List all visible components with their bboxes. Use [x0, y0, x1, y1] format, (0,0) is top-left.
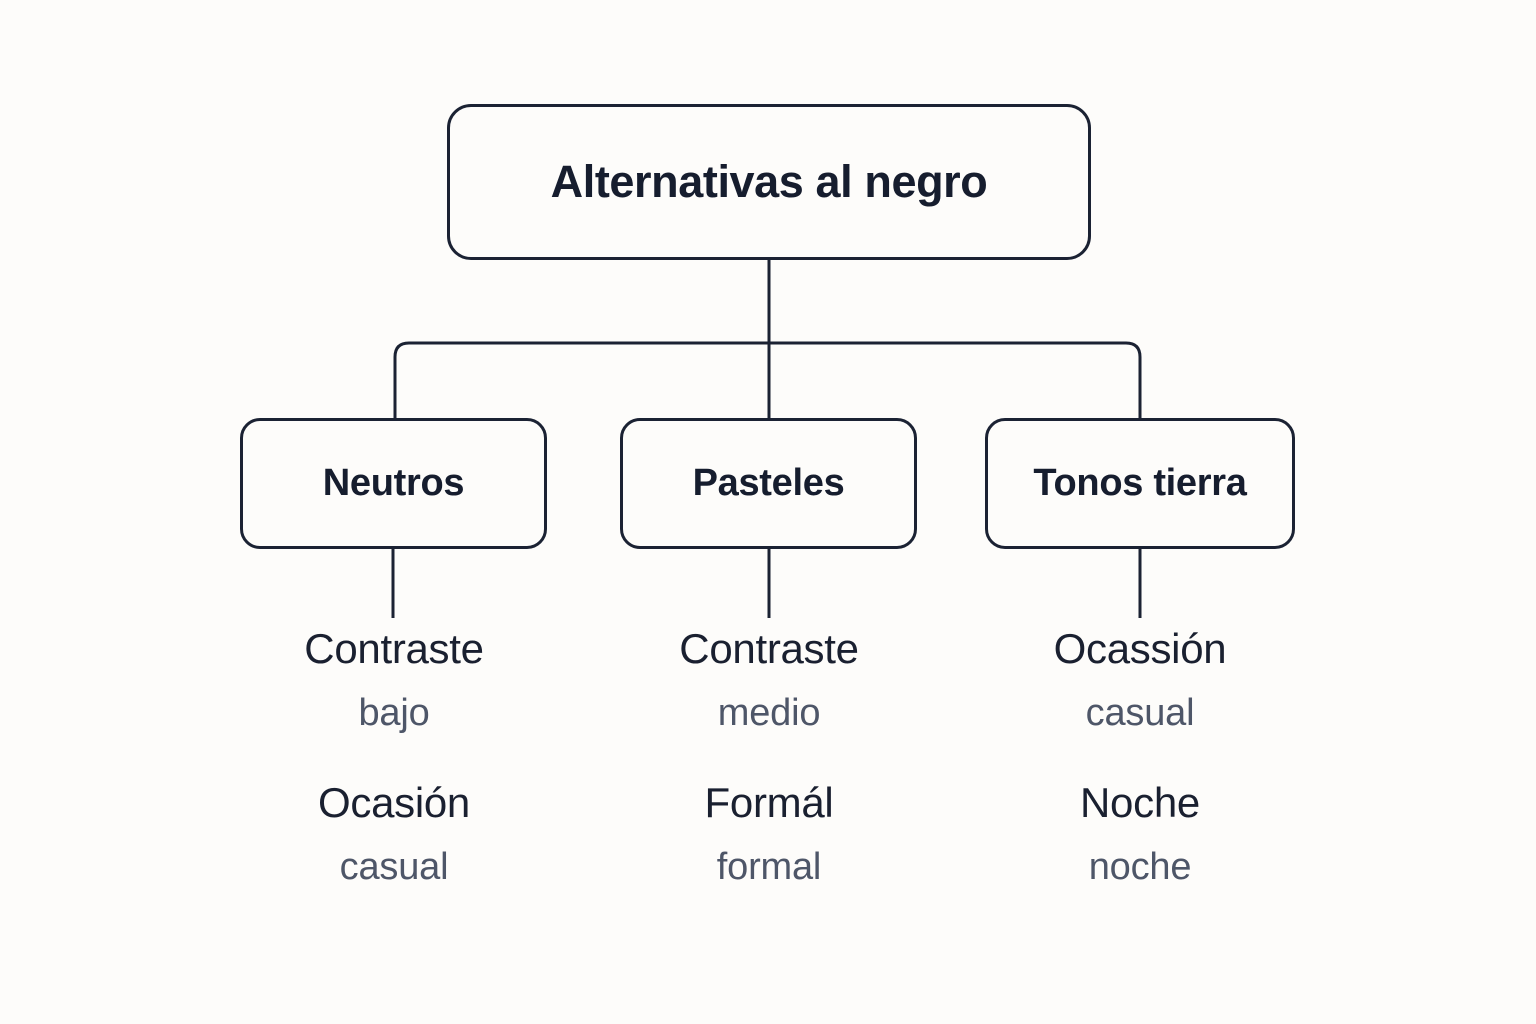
- leaf-item: Formál formal: [599, 779, 939, 888]
- leaf-subtitle: formal: [716, 846, 822, 888]
- leaf-item: Contraste medio: [599, 625, 939, 734]
- leaf-subtitle: medio: [717, 692, 821, 734]
- leaf-item: Ocasión casual: [224, 779, 564, 888]
- leaf-column-tonos-tierra: Ocassión casual Noche noche: [970, 625, 1310, 888]
- leaf-subtitle: casual: [339, 846, 449, 888]
- connector-bus: [393, 341, 1142, 418]
- node-branch-label: Tonos tierra: [1033, 462, 1247, 504]
- leaf-item: Ocassión casual: [970, 625, 1310, 734]
- leaf-subtitle: bajo: [358, 692, 430, 734]
- leaf-title: Noche: [1080, 779, 1200, 826]
- leaf-subtitle: casual: [1085, 692, 1195, 734]
- node-branch-tonos-tierra[interactable]: Tonos tierra: [985, 418, 1295, 549]
- leaf-item: Noche noche: [970, 779, 1310, 888]
- leaf-title: Formál: [704, 779, 834, 826]
- leaf-subtitle: noche: [1088, 846, 1192, 888]
- node-branch-pasteles[interactable]: Pasteles: [620, 418, 917, 549]
- leaf-title: Contraste: [679, 625, 859, 672]
- node-branch-label: Pasteles: [692, 462, 845, 504]
- leaf-column-pasteles: Contraste medio Formál formal: [599, 625, 939, 888]
- leaf-column-neutros: Contraste bajo Ocasión casual: [224, 625, 564, 888]
- leaf-title: Ocasión: [318, 779, 470, 826]
- node-root[interactable]: Alternativas al negro: [447, 104, 1091, 260]
- node-root-label: Alternativas al negro: [550, 156, 988, 207]
- leaf-item: Contraste bajo: [224, 625, 564, 734]
- leaf-title: Ocassión: [1053, 625, 1227, 672]
- node-branch-neutros[interactable]: Neutros: [240, 418, 547, 549]
- node-branch-label: Neutros: [322, 462, 465, 504]
- leaf-title: Contraste: [304, 625, 484, 672]
